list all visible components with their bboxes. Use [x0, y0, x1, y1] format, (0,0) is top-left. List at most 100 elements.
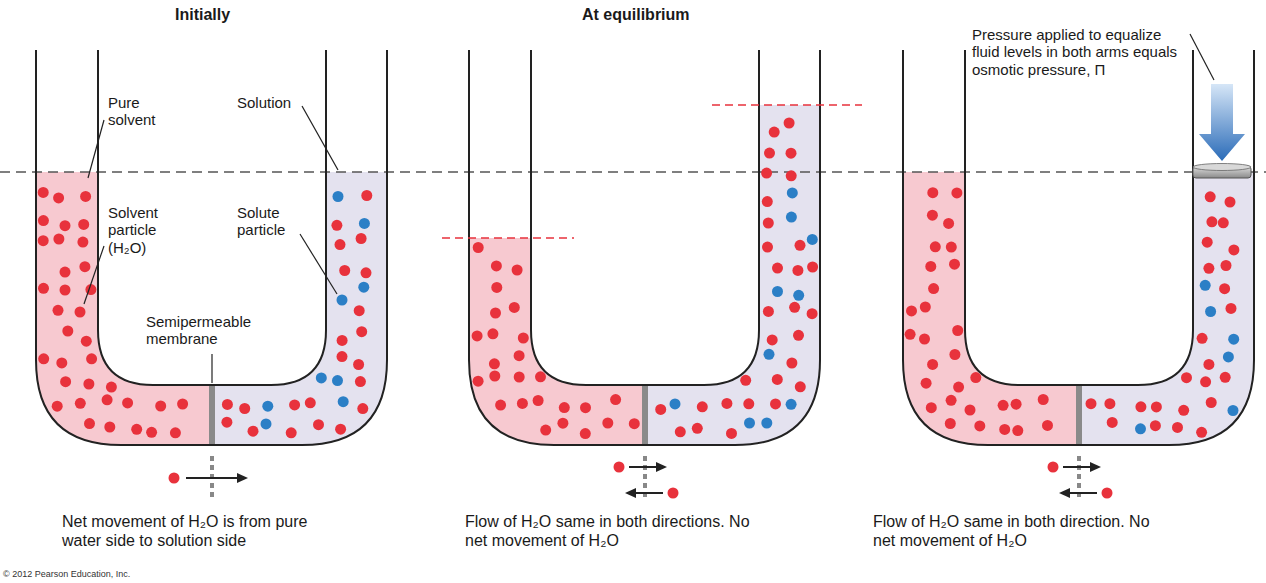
solvent-particle [335, 424, 346, 435]
solvent-particle [146, 427, 157, 438]
solvent-particle [491, 260, 502, 271]
panel-heading: Initially [175, 6, 230, 24]
particles [38, 187, 373, 438]
solvent-particle [487, 328, 498, 339]
solvent-particle [726, 428, 737, 439]
solvent-particle [518, 333, 529, 344]
solute-particle [786, 399, 797, 410]
solvent-particle [509, 302, 520, 313]
solvent-particle [629, 418, 640, 429]
reference-level [0, 171, 1266, 172]
tube-wall [98, 50, 326, 385]
particles [905, 187, 1240, 438]
solvent-particle [533, 395, 544, 406]
solvent-particle [222, 399, 233, 410]
solvent-particle [81, 336, 92, 347]
tube-wall [36, 50, 387, 445]
arrowhead [1059, 488, 1070, 498]
solute-particle [316, 372, 327, 383]
solvent-particle [786, 358, 797, 369]
solvent-particle [472, 330, 483, 341]
solvent-particle [38, 187, 49, 198]
solvent-particle [919, 334, 930, 345]
solvent-particle [1012, 425, 1023, 436]
solvent-particle [949, 349, 960, 360]
solute-particle [332, 375, 343, 386]
solvent-particle [946, 242, 957, 253]
solvent-particle [763, 218, 774, 229]
solvent-particle [170, 427, 181, 438]
flow-arrow [1063, 466, 1093, 468]
solvent-particle [1206, 216, 1217, 227]
solvent-particle [1151, 401, 1162, 412]
flow-arrow [629, 466, 659, 468]
solvent-particle [38, 283, 49, 294]
solvent-particle [1203, 263, 1214, 274]
solvent-particle [83, 379, 94, 390]
solvent-particle [772, 263, 783, 274]
solvent-particle [668, 488, 679, 499]
solvent-particle [743, 398, 754, 409]
solute-particle [338, 396, 349, 407]
solvent-particle [1196, 427, 1207, 438]
solvent-particle [84, 418, 95, 429]
solvent-particle [1225, 197, 1236, 208]
solvent-particle [795, 381, 806, 392]
flow-arrow [1067, 492, 1097, 494]
solvent-particle [313, 419, 324, 430]
arrowhead [237, 473, 248, 483]
solvent-particle [337, 351, 348, 362]
solvent-particle [491, 282, 502, 293]
solvent-particle [1226, 303, 1237, 314]
solvent-particle [60, 267, 71, 278]
solvent-particle [86, 353, 97, 364]
solvent-particle [953, 382, 964, 393]
arrowhead [625, 488, 636, 498]
solvent-particle [1107, 417, 1118, 428]
solvent-particle [337, 335, 348, 346]
solvent-particle [1038, 394, 1049, 405]
solvent-particle [559, 402, 570, 413]
solvent-particle [62, 326, 73, 337]
solvent-particle [1220, 372, 1231, 383]
panel-caption: Net movement of H₂O is from pure water s… [62, 512, 312, 550]
solvent-particle [38, 235, 49, 246]
solvent-particle [769, 127, 780, 138]
solvent-particle [767, 334, 778, 345]
solvent-particle [38, 353, 49, 364]
u-tube [469, 50, 820, 445]
solvent-particle [928, 283, 939, 294]
solvent-particle [540, 425, 551, 436]
solvent-particle [239, 403, 250, 414]
solvent-particle [490, 308, 501, 319]
solvent-particle [786, 148, 797, 159]
solvent-particle [580, 428, 591, 439]
solute-particle [761, 418, 772, 429]
part-label: Semipermeable membrane [146, 313, 281, 348]
solvent-particle [177, 399, 188, 410]
solvent-particle [535, 371, 546, 382]
solvent-particle [495, 400, 506, 411]
solvent-particle [970, 372, 981, 383]
solvent-particle [557, 418, 568, 429]
solvent-particle [697, 401, 708, 412]
solvent-particle [1086, 398, 1097, 409]
part-label: Pure solvent [108, 94, 178, 129]
solvent-particle [999, 424, 1010, 435]
solvent-particle [473, 376, 484, 387]
solvent-particle [169, 473, 180, 484]
membrane [642, 386, 648, 444]
tube-liquid [433, 105, 833, 460]
panel-caption: Flow of H₂O same in both direction. No n… [873, 512, 1165, 550]
solvent-particle [807, 262, 818, 273]
solvent-particle [925, 261, 936, 272]
solvent-particle [920, 302, 931, 313]
solvent-particle [927, 187, 938, 198]
solvent-particle [1202, 237, 1213, 248]
solvent-particle [60, 376, 71, 387]
solvent-particle [514, 350, 525, 361]
solvent-particle [906, 305, 917, 316]
solvent-particle [221, 417, 232, 428]
solvent-particle [602, 418, 613, 429]
solvent-particle [789, 302, 800, 313]
